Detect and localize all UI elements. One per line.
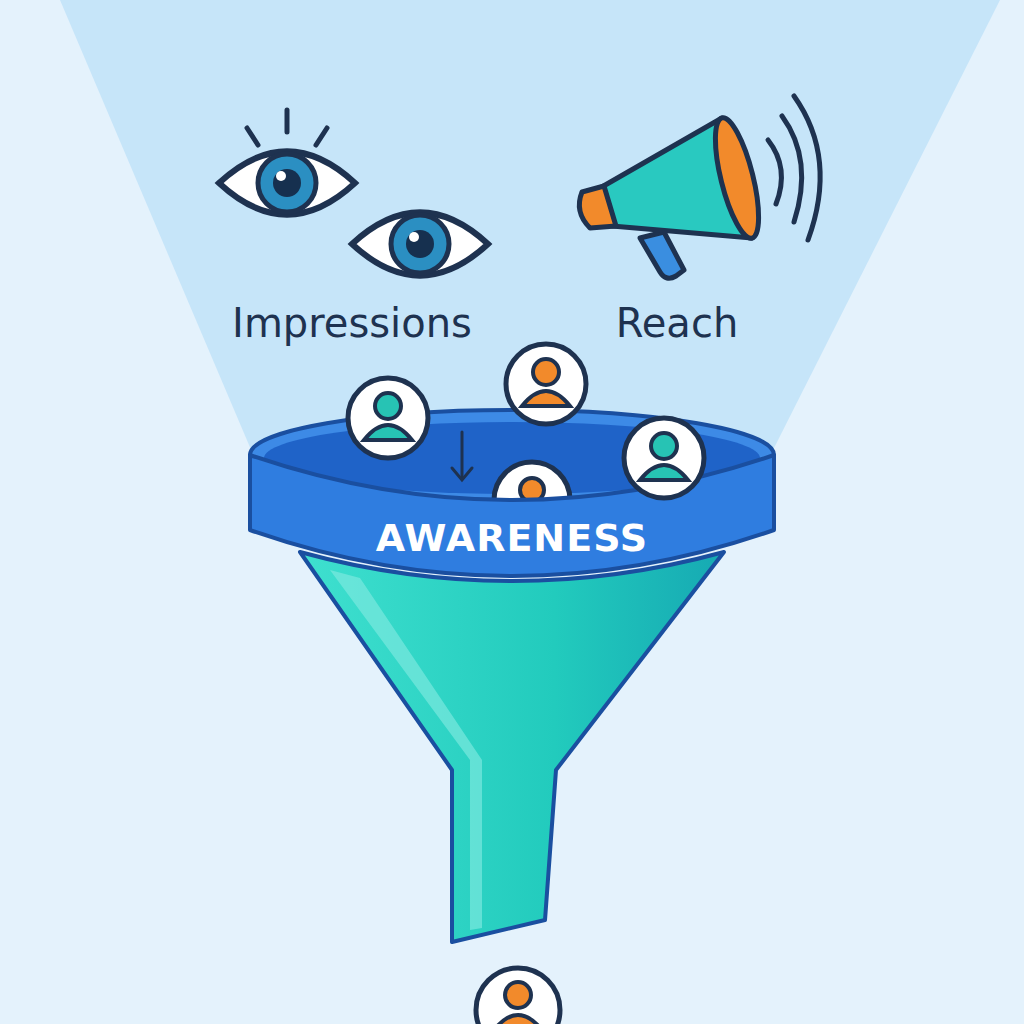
eye-icon: [352, 213, 488, 276]
person-icon: [624, 418, 704, 498]
person-icon: [476, 968, 560, 1024]
person-icon: [506, 344, 586, 424]
metric-label: Reach: [616, 300, 738, 346]
megaphone-icon: [579, 96, 820, 278]
person-icon: [348, 378, 428, 458]
eye-icon: [219, 110, 355, 215]
metric-label: Impressions: [232, 300, 472, 346]
funnel-cone: [300, 552, 724, 942]
funnel-band: AWARENESS: [248, 400, 776, 585]
funnel-highlight: [330, 570, 482, 930]
stage-label: AWARENESS: [248, 516, 776, 560]
down-arrow: [452, 432, 472, 480]
light-beam: [60, 0, 1000, 452]
